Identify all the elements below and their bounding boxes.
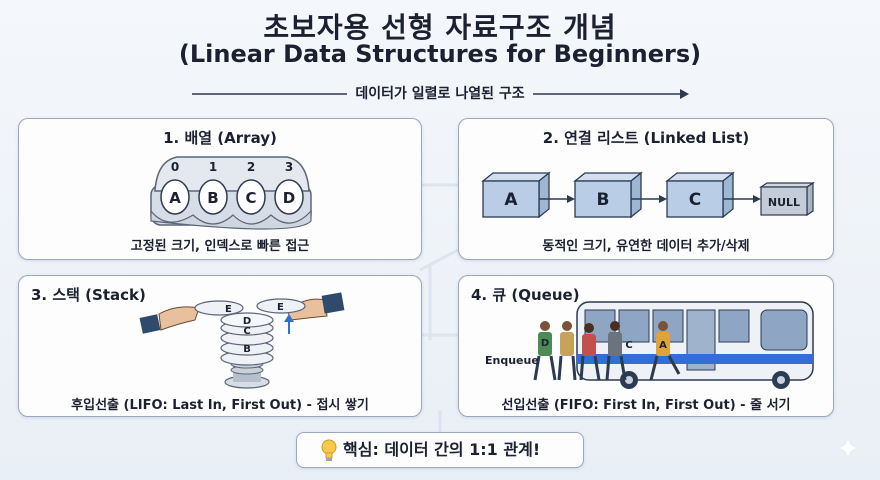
array-index: 0 xyxy=(171,160,179,174)
array-index-labels: 0 1 2 3 xyxy=(171,160,293,174)
linked-list-null-label: NULL xyxy=(768,196,800,209)
person-icon xyxy=(533,321,557,381)
enqueue-label: Enqueue xyxy=(485,354,539,367)
linked-list-title: 2. 연결 리스트 (Linked List) xyxy=(542,129,750,147)
sparkle-icon xyxy=(838,438,858,458)
queue-person-label: C xyxy=(625,340,632,351)
plate-stack-illustration: E E D C B xyxy=(139,292,345,389)
array-cell-labels: A B C D xyxy=(169,189,295,207)
key-point-text: 핵심: 데이터 간의 1:1 관계! xyxy=(343,440,541,459)
stack-plates xyxy=(220,312,274,389)
array-index: 2 xyxy=(247,160,255,174)
stack-plate-label: B xyxy=(243,344,251,355)
linked-list-node-label: A xyxy=(504,190,518,210)
array-cell: B xyxy=(207,189,218,207)
array-panel: 1. 배열 (Array) 0 1 2 3 A B C D 고정된 크기, 인덱… xyxy=(18,118,422,260)
person-icon xyxy=(557,321,577,381)
array-cell: C xyxy=(245,189,256,207)
linked-list-nodes xyxy=(481,171,815,219)
array-index: 3 xyxy=(285,160,293,174)
stack-panel: 3. 스택 (Stack) E E D xyxy=(18,275,422,417)
array-index: 1 xyxy=(209,160,217,174)
page-title-english: (Linear Data Structures for Beginners) xyxy=(178,40,702,68)
bus-queue-illustration: D C A xyxy=(533,301,814,389)
person-icon xyxy=(649,321,681,381)
array-caption: 고정된 크기, 인덱스로 빠른 접근 xyxy=(130,239,310,254)
stack-caption: 후입선출 (LIFO: Last In, First Out) - 접시 쌓기 xyxy=(71,398,369,413)
array-cell: D xyxy=(283,189,295,207)
stack-plate-label: D xyxy=(243,316,251,327)
subtitle-row: 데이터가 일렬로 나열된 구조 xyxy=(190,84,690,104)
stack-popped-label: E xyxy=(277,302,284,313)
queue-panel: 4. 큐 (Queue) xyxy=(458,275,834,417)
pop-arrow-icon xyxy=(284,314,294,334)
queue-person-label: A xyxy=(659,340,667,351)
person-icon xyxy=(605,321,627,381)
person-icon xyxy=(579,323,601,381)
stack-pushed-label: E xyxy=(225,304,232,315)
linked-list-node-label: C xyxy=(689,190,701,210)
array-cell: A xyxy=(169,189,181,207)
linked-list-panel: 2. 연결 리스트 (Linked List) A B C NULL xyxy=(458,118,834,260)
stack-plate-label: C xyxy=(243,326,250,337)
array-title: 1. 배열 (Array) xyxy=(163,129,277,147)
key-point-box: 핵심: 데이터 간의 1:1 관계! xyxy=(296,432,584,468)
push-hand-illustration xyxy=(139,306,200,334)
array-eggs xyxy=(160,179,304,215)
linked-list-caption: 동적인 크기, 유연한 데이터 추가/삭제 xyxy=(542,239,750,254)
queue-people xyxy=(533,321,681,381)
queue-title: 4. 큐 (Queue) xyxy=(471,286,580,304)
linked-list-pointers xyxy=(539,195,761,203)
queue-caption: 선입선출 (FIFO: First In, First Out) - 줄 서기 xyxy=(501,398,791,413)
egg-carton-illustration: 0 1 2 3 A B C D xyxy=(150,156,312,230)
linked-list-illustration: A B C NULL xyxy=(481,171,815,219)
lightbulb-icon xyxy=(321,439,337,461)
queue-person-label: D xyxy=(541,338,549,349)
subtitle: 데이터가 일렬로 나열된 구조 xyxy=(347,86,533,102)
linked-list-node-label: B xyxy=(597,190,610,210)
stack-title: 3. 스택 (Stack) xyxy=(31,286,146,304)
page-title-korean: 초보자용 선형 자료구조 개념 xyxy=(263,11,617,44)
